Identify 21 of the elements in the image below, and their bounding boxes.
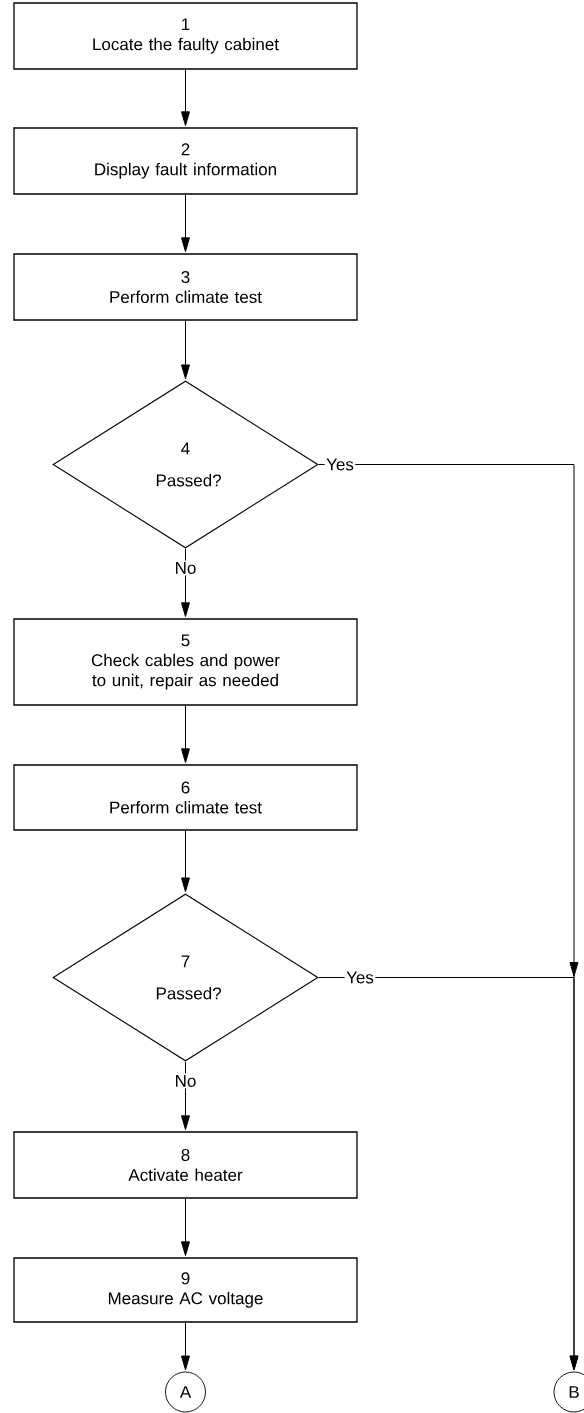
process-box: 3 Perform climate test — [13, 253, 358, 321]
process-box: 2 Display fault information — [13, 127, 358, 195]
arrow — [181, 320, 190, 380]
arrow — [181, 705, 190, 763]
edge-label: Yes — [344, 970, 376, 985]
arrow — [181, 1198, 190, 1256]
process-box: 8 Activate heater — [13, 1131, 358, 1199]
arrow — [181, 1061, 190, 1130]
arrow — [181, 1322, 190, 1371]
arrow — [181, 194, 190, 252]
arrow — [181, 548, 190, 617]
edge-label: No — [173, 1073, 198, 1089]
edge-label: No — [173, 560, 198, 576]
edge-label: Yes — [324, 457, 356, 472]
arrow — [181, 830, 190, 893]
process-box: 9 Measure AC voltage — [13, 1257, 358, 1323]
arrow — [318, 962, 579, 1371]
process-box: 1 Locate the faulty cabinet — [13, 2, 358, 70]
process-box: 5 Check cables and power to unit, repair as needed — [13, 618, 358, 706]
process-box: 6 Perform climate test — [13, 764, 358, 831]
arrow — [181, 69, 190, 126]
